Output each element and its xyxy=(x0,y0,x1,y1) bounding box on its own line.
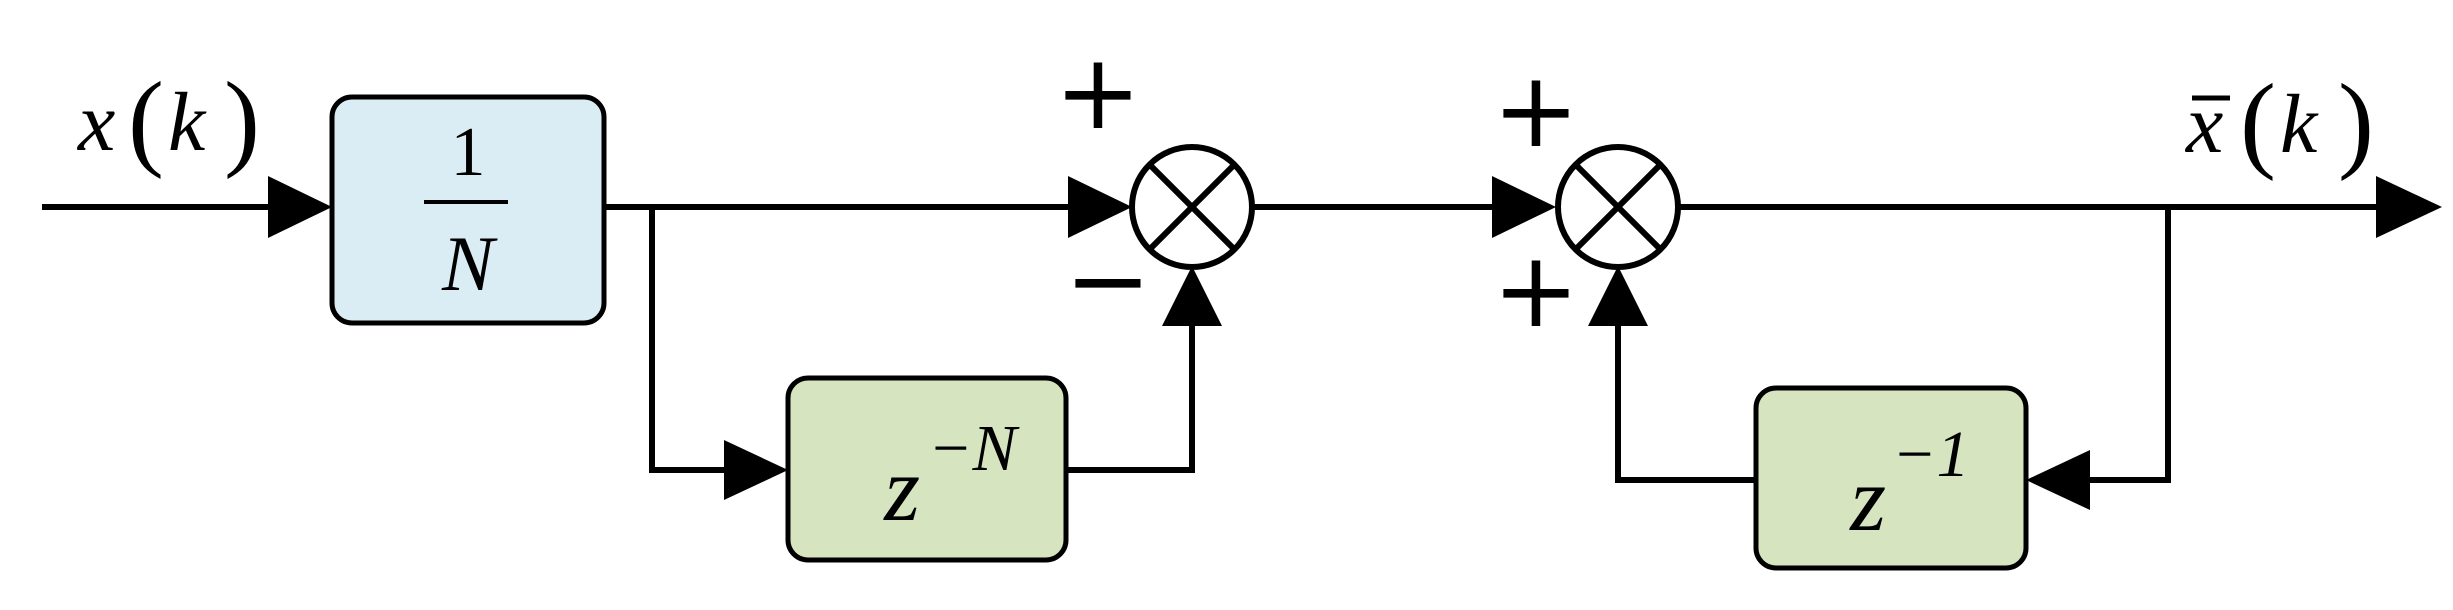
delay-1-to-mixer2-wire xyxy=(1615,320,1756,483)
mixer2-plus-arrowhead xyxy=(1492,176,1556,238)
mixer1-top-sign: + xyxy=(1054,31,1141,153)
mixer-1 xyxy=(1129,144,1255,270)
input-signal-label: x ( k ) xyxy=(76,61,260,180)
delay-n-in-arrowhead xyxy=(724,440,788,500)
delay-n-exponent: −N xyxy=(928,412,1021,485)
output-signal-arg: k xyxy=(2280,78,2319,171)
mixer1-bottom-sign: − xyxy=(1064,219,1151,341)
mixer1-minus-arrowhead xyxy=(1162,266,1222,326)
delay-1-block xyxy=(1753,385,2029,571)
output-signal-label: x ( k ) xyxy=(2184,63,2374,182)
delay-1-exponent: −1 xyxy=(1892,418,1970,491)
input-signal-var: x xyxy=(76,76,115,169)
svg-text:(: ( xyxy=(128,61,164,180)
delay-n-block xyxy=(785,375,1069,563)
delay-1-base: z xyxy=(1848,448,1886,550)
svg-text:(: ( xyxy=(2240,63,2276,182)
mixer2-top-sign: + xyxy=(1492,49,1579,171)
output-signal-var: x xyxy=(2184,78,2223,171)
svg-text:): ) xyxy=(224,61,260,180)
input-signal-arg: k xyxy=(168,76,207,169)
mixer-2 xyxy=(1555,144,1681,270)
scale-block xyxy=(329,94,607,326)
branch-to-delay-n-wire xyxy=(649,207,730,473)
scale-denominator: N xyxy=(441,220,498,307)
feedback-to-delay-1-wire xyxy=(2080,207,2171,483)
svg-text:): ) xyxy=(2338,63,2374,182)
mixer2-feedback-arrowhead xyxy=(1588,266,1648,326)
input-arrowhead xyxy=(268,176,332,238)
mixer1-plus-arrowhead xyxy=(1068,176,1132,238)
output-arrowhead xyxy=(2376,176,2442,238)
scale-numerator: 1 xyxy=(451,114,486,191)
delay-1-in-arrowhead xyxy=(2026,450,2090,510)
delay-n-base: z xyxy=(882,438,920,540)
mixer2-bottom-sign: + xyxy=(1492,229,1579,351)
delay-n-to-mixer1-wire xyxy=(1066,320,1195,473)
